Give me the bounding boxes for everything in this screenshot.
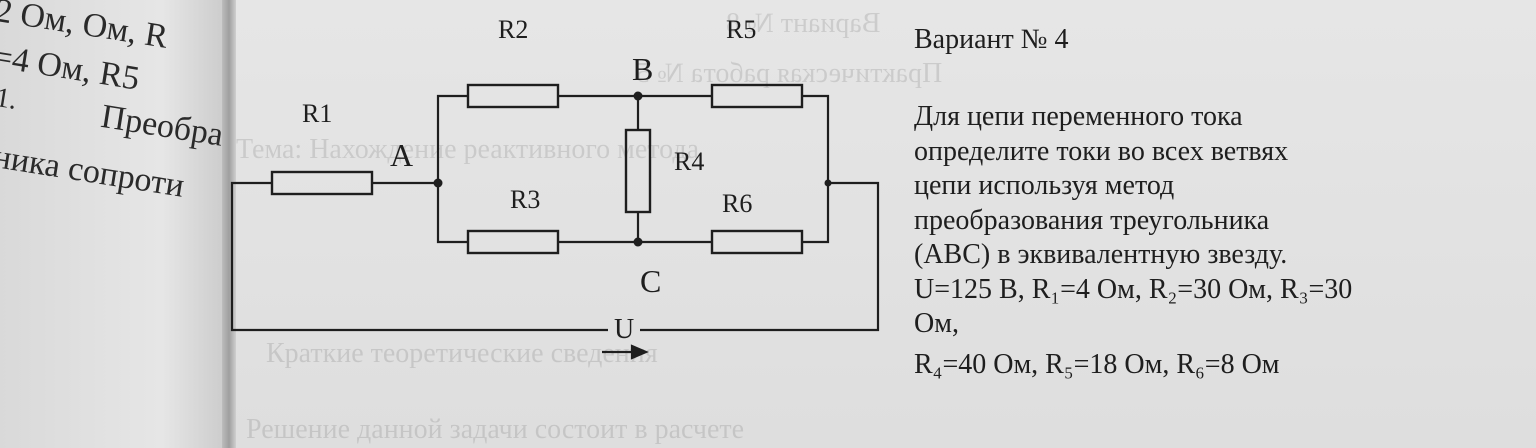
label-r4: R4 [674,147,704,176]
resistor-r2 [466,83,560,109]
label-node-c: C [640,263,661,299]
bleed-through-text: Краткие теоретические сведения [266,338,658,369]
resistor-r4 [624,128,652,214]
variant-heading: Вариант № 4 [914,24,1069,55]
node-c-dot [633,237,643,247]
book-gutter [222,0,236,448]
task-line: Для цепи переменного тока [914,101,1243,132]
task-text: Для цепи переменного тока определите ток… [914,100,1414,382]
label-node-a: A [390,137,413,173]
label-voltage: U [614,314,634,345]
resistor-r1 [270,170,374,196]
resistor-r5 [710,83,804,109]
voltage-arrow [602,344,649,360]
resistor-r3 [466,229,560,255]
task-line: (ABC) в эквивалентную звезду. [914,239,1288,270]
left-page: 2 Ом, Ом, R =4 Ом, R5 1. Преобра ника со… [0,0,232,448]
task-line: цепи используя метод [914,170,1175,201]
task-line: R₄=40 Ом, R₅=18 Ом, R₆=8 Ом [914,348,1280,380]
task-line: определите токи во всех ветвях [914,135,1289,167]
task-line: преобразования треугольника [914,204,1270,236]
node-b-dot [633,91,643,101]
label-r1: R1 [302,99,332,128]
right-page: Вариант № 8 Практическая работа № 5 Тема… [236,0,1536,448]
task-line: U=125 В, R₁=4 Ом, R₂=30 Ом, R₃=30 [914,273,1353,305]
resistor-r6 [710,229,804,255]
circuit-wires [230,94,880,332]
label-r6: R6 [722,189,752,218]
task-line: Ом, [914,308,959,339]
bleed-through-text: Тема: Нахождение реактивного метода [236,134,700,165]
label-node-b: B [632,51,653,87]
label-r5: R5 [726,15,756,44]
node-a-dot [433,178,443,188]
junction-dot [824,179,832,187]
bleed-through-text: Решение данной задачи состоит в расчете [246,414,745,445]
label-r3: R3 [510,185,540,214]
label-r2: R2 [498,15,528,44]
